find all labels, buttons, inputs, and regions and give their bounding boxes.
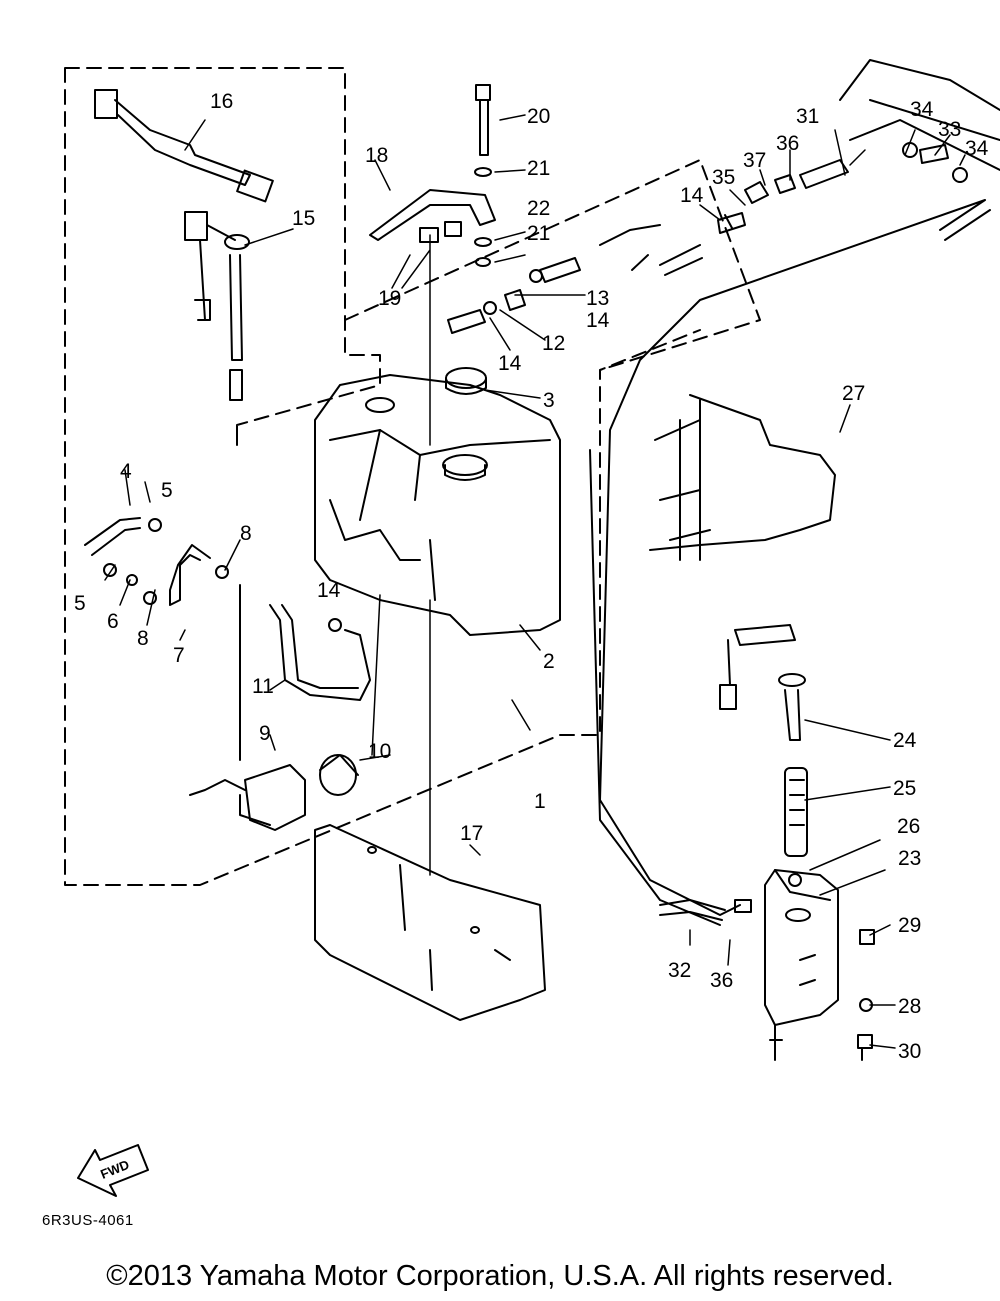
part-label-1: 1 bbox=[534, 790, 546, 813]
hose-13 bbox=[447, 257, 581, 334]
sensor-24 bbox=[719, 624, 806, 741]
part-label-34b: 34 bbox=[965, 137, 989, 160]
part-label-5b: 5 bbox=[74, 592, 86, 615]
part-label-14d: 14 bbox=[317, 579, 341, 602]
hose-32 bbox=[659, 899, 726, 921]
washer bbox=[474, 167, 492, 177]
bolt-29 bbox=[859, 929, 875, 945]
part-label-13: 13 bbox=[586, 287, 609, 310]
part-label-14c: 14 bbox=[498, 352, 522, 375]
parts-diagram: 1 2 3 4 5 5 6 7 8 8 9 10 11 12 13 14 14 … bbox=[64, 59, 1000, 1197]
sub-tank bbox=[764, 869, 839, 1061]
leader-lines bbox=[104, 114, 966, 1049]
part-label-3: 3 bbox=[543, 389, 555, 412]
part-label-21b: 21 bbox=[527, 222, 550, 245]
part-label-2: 2 bbox=[543, 650, 555, 673]
part-label-14b: 14 bbox=[586, 309, 610, 332]
part-label-4: 4 bbox=[120, 460, 132, 483]
part-label-11: 11 bbox=[252, 675, 274, 698]
part-label-22: 22 bbox=[527, 197, 550, 220]
strainer-cap bbox=[319, 754, 359, 796]
tank-band bbox=[369, 189, 496, 241]
part-label-8: 8 bbox=[240, 522, 252, 545]
diagram-code: 6R3US-4061 bbox=[42, 1212, 134, 1229]
part-label-33: 33 bbox=[938, 118, 961, 141]
joint-12 bbox=[504, 289, 526, 311]
fwd-arrow-icon bbox=[77, 1144, 149, 1197]
oil-pump bbox=[189, 584, 306, 831]
main-hose bbox=[599, 199, 991, 916]
part-label-28: 28 bbox=[898, 995, 921, 1018]
part-label-37: 37 bbox=[743, 149, 766, 172]
hose-31 bbox=[799, 159, 849, 189]
part-label-5: 5 bbox=[161, 479, 173, 502]
part-label-17: 17 bbox=[460, 822, 483, 845]
part-label-35: 35 bbox=[712, 166, 735, 189]
part-label-36b: 36 bbox=[710, 969, 733, 992]
part-label-30: 30 bbox=[898, 1040, 921, 1063]
wire-harness bbox=[94, 89, 274, 203]
part-label-21a: 21 bbox=[527, 157, 550, 180]
part-label-16: 16 bbox=[210, 90, 233, 113]
part-label-25: 25 bbox=[893, 777, 916, 800]
part-label-27: 27 bbox=[842, 382, 865, 405]
part-label-32: 32 bbox=[668, 959, 691, 982]
assembly-boundary-upper bbox=[344, 159, 761, 371]
hose-11 bbox=[269, 604, 371, 701]
hose-4 bbox=[84, 517, 141, 556]
filler-cap bbox=[445, 367, 487, 395]
part-label-29: 29 bbox=[898, 914, 921, 937]
part-label-7: 7 bbox=[173, 644, 185, 667]
clip bbox=[148, 518, 162, 532]
damper-pad bbox=[419, 227, 439, 243]
oil-tank bbox=[314, 374, 561, 636]
part-label-23: 23 bbox=[898, 847, 921, 870]
part-label-34a: 34 bbox=[910, 98, 934, 121]
part-label-36a: 36 bbox=[776, 132, 799, 155]
part-label-10: 10 bbox=[368, 740, 391, 763]
part-label-12: 12 bbox=[542, 332, 565, 355]
part-label-9: 9 bbox=[259, 722, 271, 745]
bolt bbox=[475, 84, 491, 156]
tank-bracket bbox=[314, 824, 546, 1021]
copyright-notice: ©2013 Yamaha Motor Corporation, U.S.A. A… bbox=[106, 1260, 894, 1292]
hose-7 bbox=[169, 544, 211, 606]
part-label-20: 20 bbox=[527, 105, 550, 128]
part-label-26: 26 bbox=[897, 815, 920, 838]
part-label-14a: 14 bbox=[680, 184, 704, 207]
filter bbox=[784, 767, 808, 857]
part-label-18: 18 bbox=[365, 144, 388, 167]
part-label-15: 15 bbox=[292, 207, 315, 230]
level-sensor bbox=[184, 211, 250, 401]
part-label-8b: 8 bbox=[137, 627, 149, 650]
part-label-6: 6 bbox=[107, 610, 119, 633]
engine-outline bbox=[649, 59, 1000, 561]
part-label-24: 24 bbox=[893, 729, 917, 752]
part-label-19: 19 bbox=[378, 287, 401, 310]
part-label-31: 31 bbox=[796, 105, 819, 128]
